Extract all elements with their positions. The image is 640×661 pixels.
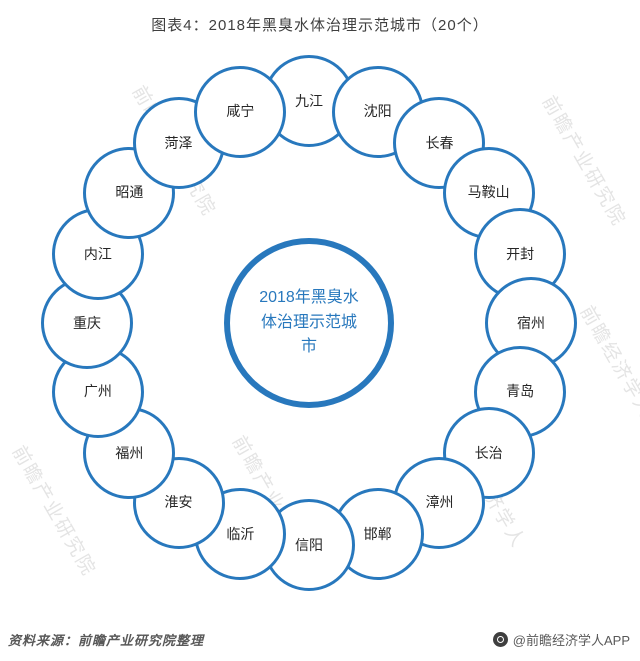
city-label: 马鞍山 <box>467 184 510 201</box>
city-label: 邯郸 <box>363 525 392 542</box>
source-note: 资料来源：前瞻产业研究院整理 <box>8 633 205 648</box>
city-label: 九江 <box>295 92 323 109</box>
brand-credit-label: @前瞻经济学人APP <box>512 633 630 648</box>
city-label: 长春 <box>425 134 454 151</box>
city-label: 淮安 <box>164 494 193 511</box>
city-label: 信阳 <box>295 536 323 553</box>
city-label: 菏泽 <box>164 134 193 151</box>
qianzhan-logo-icon <box>492 632 508 647</box>
city-label: 福州 <box>115 445 144 462</box>
center-node-label: 2018年黑臭水体治理示范城市 <box>259 288 359 356</box>
city-label: 临沂 <box>226 525 255 542</box>
city-label: 沈阳 <box>363 103 392 120</box>
brand-credit: @前瞻经济学人APP <box>492 630 630 649</box>
city-label: 漳州 <box>425 494 454 511</box>
city-label: 长治 <box>474 445 503 462</box>
city-label: 重庆 <box>73 314 101 331</box>
city-node: 咸宁 <box>194 65 287 158</box>
city-label: 开封 <box>506 245 535 262</box>
center-node: 2018年黑臭水体治理示范城市 <box>224 238 394 408</box>
city-label: 咸宁 <box>226 103 255 120</box>
city-label: 内江 <box>83 245 112 262</box>
city-label: 昭通 <box>115 184 144 201</box>
city-label: 宿州 <box>517 314 545 331</box>
city-label: 广州 <box>83 383 112 400</box>
chart-title: 图表4：2018年黑臭水体治理示范城市（20个） <box>151 17 489 34</box>
city-label: 青岛 <box>506 383 535 400</box>
